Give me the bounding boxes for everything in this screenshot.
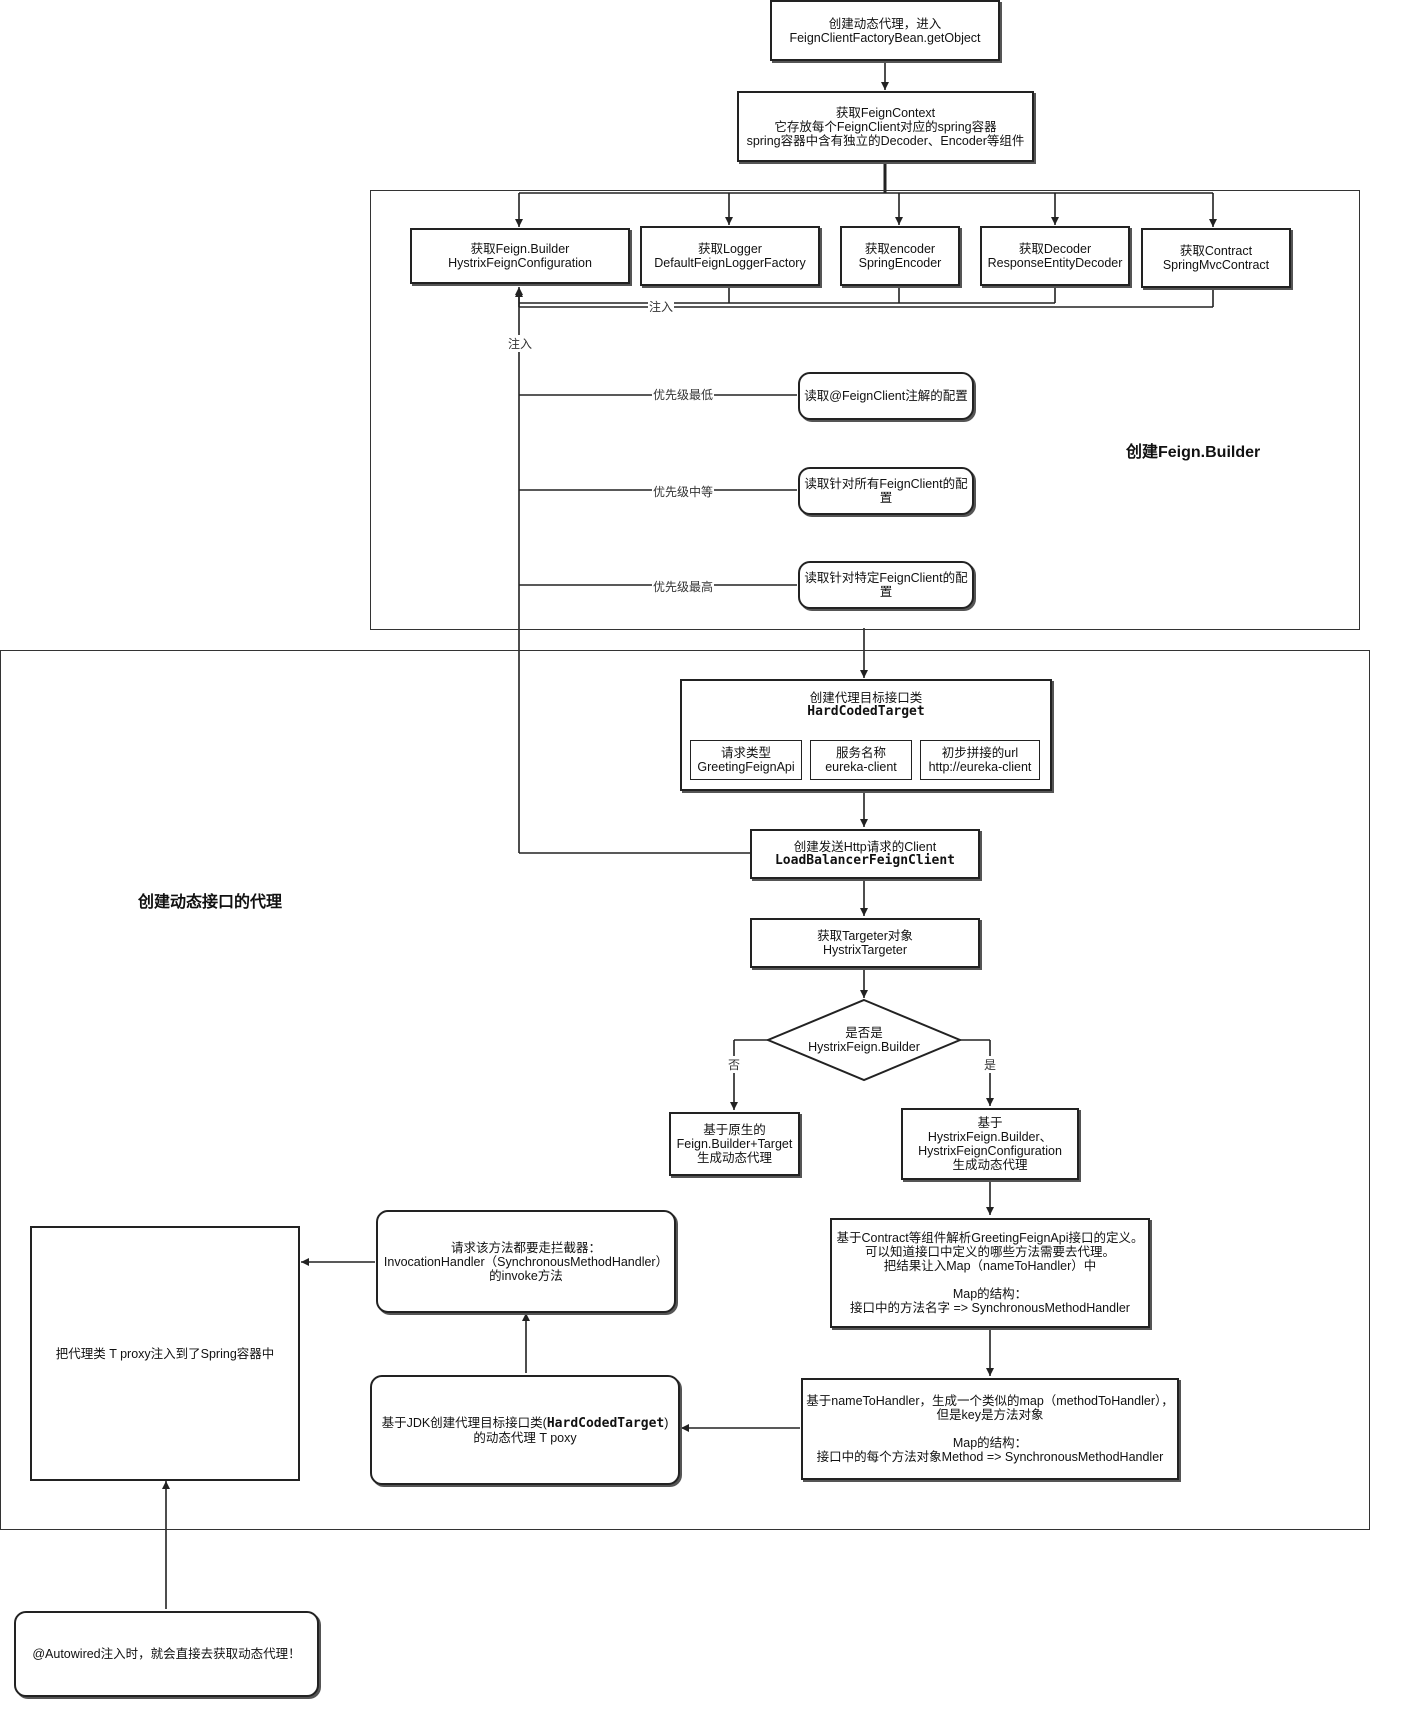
builder-node: 获取Feign.Builder HystrixFeignConfiguratio…	[410, 228, 630, 284]
hystrix-node: 基于 HystrixFeign.Builder、 HystrixFeignCon…	[901, 1108, 1079, 1180]
start-node: 创建动态代理，进入 FeignClientFactoryBean.getObje…	[770, 0, 1000, 61]
jdk-proxy-class: HardCodedTarget	[546, 1415, 665, 1431]
req-type-node: 请求类型 GreetingFeignApi	[690, 740, 802, 780]
method-map-node: 基于nameToHandler，生成一个类似的map（methodToHandl…	[801, 1378, 1179, 1480]
read-specific-node: 读取针对特定FeignClient的配 置	[798, 561, 974, 609]
priority-low-label: 优先级最低	[652, 386, 715, 403]
target-title: 创建代理目标接口类	[809, 691, 923, 705]
url-node: 初步拼接的url http://eureka-client	[920, 740, 1040, 780]
client-title: 创建发送Http请求的Client	[793, 840, 937, 854]
encoder-node: 获取encoder SpringEncoder	[840, 226, 960, 286]
context-node: 获取FeignContext 它存放每个FeignClient对应的spring…	[737, 91, 1034, 162]
proxy-frame	[0, 650, 1370, 1530]
client-node: 创建发送Http请求的Client LoadBalancerFeignClien…	[750, 829, 980, 879]
yes-label: 是	[983, 1056, 998, 1073]
read-annotation-node: 读取@FeignClient注解的配置	[798, 372, 974, 420]
native-node: 基于原生的 Feign.Builder+Target 生成动态代理	[669, 1112, 800, 1176]
no-label: 否	[727, 1056, 742, 1073]
jdk-proxy-post: ) 的动态代理 T poxy	[473, 1415, 669, 1445]
proxy-frame-title: 创建动态接口的代理	[138, 894, 283, 911]
decision-diamond	[765, 998, 963, 1082]
builder-frame-title: 创建Feign.Builder	[1126, 444, 1261, 461]
jdk-proxy-node: 基于JDK创建代理目标接口类(HardCodedTarget) 的动态代理 T …	[370, 1375, 680, 1485]
priority-mid-label: 优先级中等	[652, 483, 715, 500]
contract-node: 获取Contract SpringMvcContract	[1141, 228, 1291, 288]
contract-parse-node: 基于Contract等组件解析GreetingFeignApi接口的定义。 可以…	[830, 1218, 1150, 1328]
inject-label-1: 注入	[648, 298, 675, 315]
client-class: LoadBalancerFeignClient	[774, 853, 955, 868]
jdk-proxy-pre: 基于JDK创建代理目标接口类(	[381, 1415, 547, 1430]
autowired-node: @Autowired注入时，就会直接去获取动态代理！	[14, 1611, 319, 1697]
invocation-node: 请求该方法都要走拦截器： InvocationHandler（Synchrono…	[376, 1210, 676, 1313]
priority-high-label: 优先级最高	[652, 578, 715, 595]
target-class: HardCodedTarget	[807, 704, 925, 719]
logger-node: 获取Logger DefaultFeignLoggerFactory	[640, 226, 820, 286]
decoder-node: 获取Decoder ResponseEntityDecoder	[980, 226, 1130, 286]
decision-text: 是否是 HystrixFeign.Builder	[808, 1026, 920, 1054]
read-all-node: 读取针对所有FeignClient的配 置	[798, 467, 974, 515]
service-name-node: 服务名称 eureka-client	[810, 740, 912, 780]
targeter-node: 获取Targeter对象 HystrixTargeter	[750, 918, 980, 968]
inject-label-2: 注入	[507, 335, 534, 352]
builder-frame	[370, 190, 1360, 630]
spring-inject-node: 把代理类 T proxy注入到了Spring容器中	[30, 1226, 300, 1481]
